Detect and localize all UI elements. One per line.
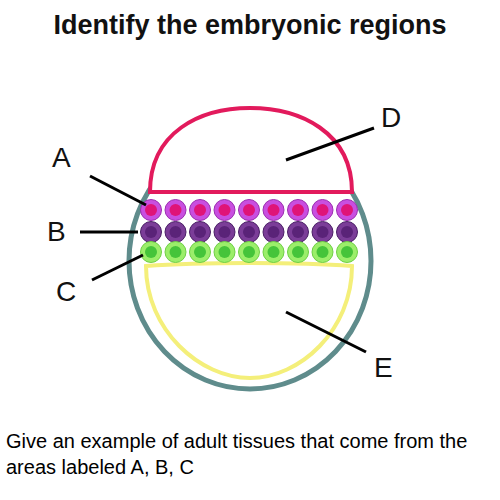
cell: [288, 200, 309, 221]
cell: [190, 200, 211, 221]
cell-nucleus: [243, 204, 255, 216]
cell: [312, 200, 333, 221]
region-letter: A: [52, 144, 71, 172]
cell: [141, 242, 162, 263]
yolk-sac: [146, 263, 352, 378]
cell: [263, 242, 284, 263]
cell-nucleus: [170, 226, 182, 238]
cell: [165, 222, 186, 243]
cell-nucleus: [145, 204, 157, 216]
cell: [263, 200, 284, 221]
cell: [239, 200, 260, 221]
region-letter: B: [47, 218, 66, 246]
leader-line: [90, 176, 146, 205]
cell-nucleus: [341, 226, 353, 238]
cell-nucleus: [317, 246, 329, 258]
leader-line: [80, 231, 138, 234]
cell-nucleus: [194, 246, 206, 258]
amniotic-cavity: [150, 108, 352, 192]
cell: [190, 222, 211, 243]
cell: [312, 242, 333, 263]
cell-nucleus: [194, 204, 206, 216]
cell-nucleus: [268, 246, 280, 258]
cell: [288, 242, 309, 263]
cell-nucleus: [170, 204, 182, 216]
question-caption: Give an example of adult tissues that co…: [6, 428, 496, 480]
leader-lines: [80, 128, 374, 352]
region-letter: C: [56, 278, 76, 306]
cell: [214, 242, 235, 263]
cell: [312, 222, 333, 243]
cell: [337, 222, 358, 243]
mesoderm-cells: [141, 222, 358, 243]
cell: [239, 242, 260, 263]
cell-nucleus: [145, 226, 157, 238]
cell: [214, 222, 235, 243]
cell-nucleus: [341, 204, 353, 216]
cell-nucleus: [194, 226, 206, 238]
region-letter: D: [381, 104, 401, 132]
cell-nucleus: [292, 204, 304, 216]
cell-nucleus: [170, 246, 182, 258]
cell-nucleus: [292, 226, 304, 238]
cell-nucleus: [145, 246, 157, 258]
cell: [263, 222, 284, 243]
leader-line: [286, 312, 366, 352]
leader-line: [92, 255, 143, 280]
cell: [190, 242, 211, 263]
cell: [337, 200, 358, 221]
cell: [239, 222, 260, 243]
cell-nucleus: [317, 204, 329, 216]
cell-nucleus: [219, 246, 231, 258]
cell-nucleus: [219, 226, 231, 238]
cell: [165, 200, 186, 221]
cell-nucleus: [243, 246, 255, 258]
cell: [141, 222, 162, 243]
cell-nucleus: [292, 246, 304, 258]
region-letter: E: [374, 354, 393, 382]
cell: [165, 242, 186, 263]
endoderm-cells: [141, 242, 358, 263]
cell-nucleus: [219, 204, 231, 216]
cell: [288, 222, 309, 243]
cell: [214, 200, 235, 221]
ectoderm-cells: [141, 200, 358, 221]
leader-line: [286, 128, 374, 160]
cell-nucleus: [243, 226, 255, 238]
cell-nucleus: [268, 226, 280, 238]
diagram-title: Identify the embryonic regions: [0, 10, 500, 41]
cell-nucleus: [317, 226, 329, 238]
cell-nucleus: [268, 204, 280, 216]
cell-nucleus: [341, 246, 353, 258]
cell: [337, 242, 358, 263]
